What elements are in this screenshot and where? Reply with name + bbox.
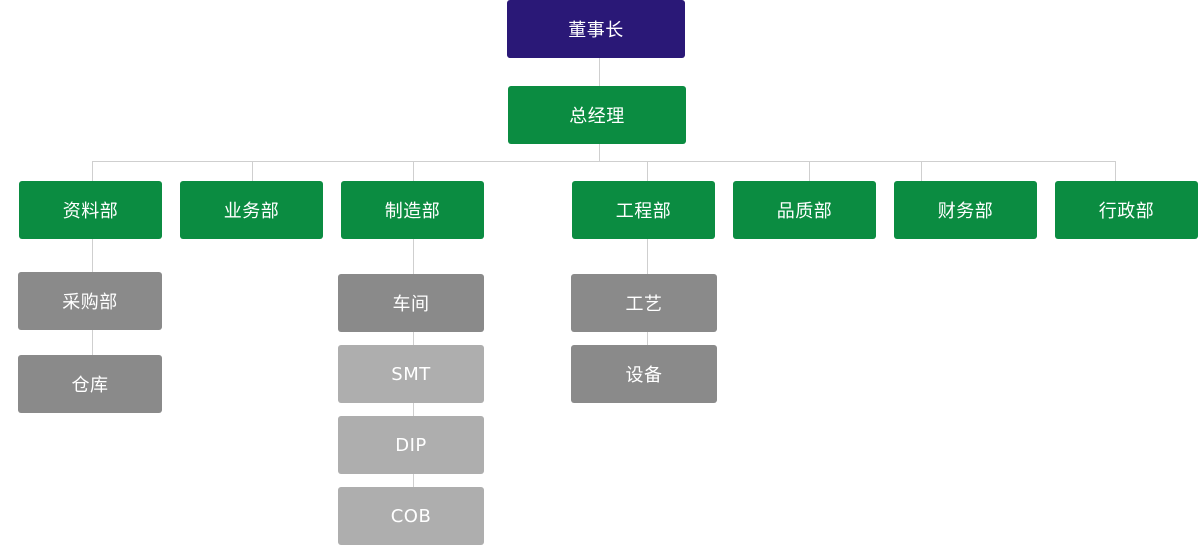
department-node-zhizao: 制造部	[341, 181, 484, 239]
department-node-pinzhi: 品质部	[733, 181, 876, 239]
subunit-node-caigou: 采购部	[18, 272, 162, 330]
subunit-node-chejian: 车间	[338, 274, 484, 332]
chairman-node: 董事长	[507, 0, 685, 58]
subunit-node-cob: COB	[338, 487, 484, 545]
subunit-node-smt: SMT	[338, 345, 484, 403]
subunit-node-gongyi: 工艺	[571, 274, 717, 332]
department-node-yewu: 业务部	[180, 181, 323, 239]
subunit-node-dip: DIP	[338, 416, 484, 474]
subunit-node-cangku: 仓库	[18, 355, 162, 413]
department-node-gongcheng: 工程部	[572, 181, 715, 239]
general-manager-node: 总经理	[508, 86, 686, 144]
department-node-ziliao: 资料部	[19, 181, 162, 239]
department-node-xingzheng: 行政部	[1055, 181, 1198, 239]
subunit-node-shebei: 设备	[571, 345, 717, 403]
department-node-caiwu: 财务部	[894, 181, 1037, 239]
